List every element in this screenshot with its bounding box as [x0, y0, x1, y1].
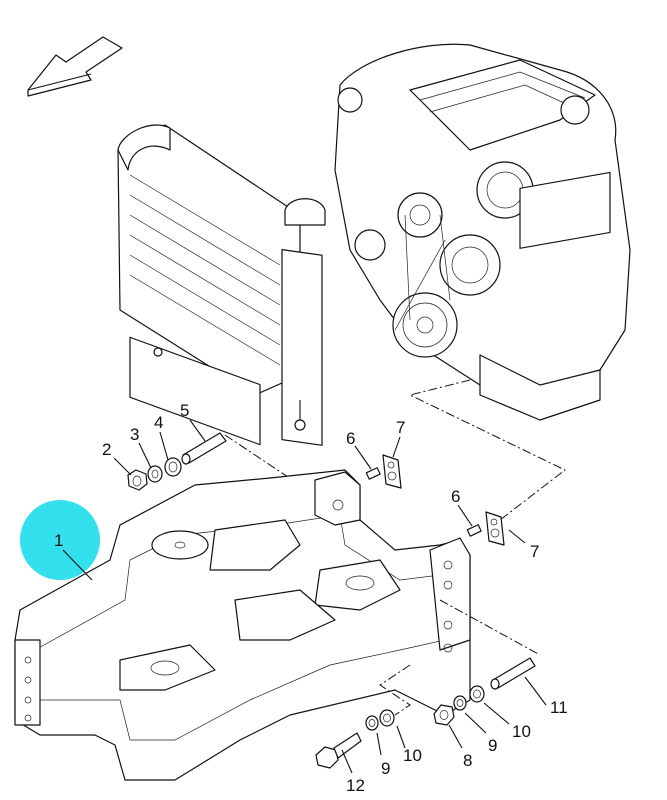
part-lock-washer-9b [453, 695, 467, 711]
callout-2: 2 [102, 440, 111, 459]
callout-7a: 7 [396, 418, 405, 437]
callout-9b: 9 [381, 759, 390, 778]
engine-mount-guide-line [408, 379, 566, 521]
part-flat-washer-10a [379, 709, 395, 727]
part-lock-washer-9a [365, 715, 379, 731]
part-plate-7b [485, 511, 505, 546]
radiator-fins [129, 174, 281, 366]
part-pin-11 [490, 657, 536, 690]
radiator-assembly [117, 124, 326, 446]
callout-7b: 7 [530, 542, 539, 561]
callout-1: 1 [54, 531, 63, 550]
callout-6a: 6 [346, 429, 355, 448]
callout-6b: 6 [451, 487, 460, 506]
callout-4: 4 [154, 413, 163, 432]
part-lock-washer-3 [147, 465, 163, 483]
part-dowel-pin-6b [466, 524, 482, 537]
part-flat-washer-10b [469, 685, 485, 703]
part-pin-5 [181, 432, 227, 465]
callout-labels: 1 2 3 4 5 6 7 6 7 8 9 10 11 12 9 10 [54, 401, 568, 795]
leader-lines [62, 419, 547, 774]
callout-9a: 9 [488, 736, 497, 755]
bolt-guide-line [379, 664, 411, 716]
pin-guide-line-lower [439, 599, 541, 656]
callout-5: 5 [180, 401, 189, 420]
callout-3: 3 [130, 425, 139, 444]
engine-assembly [334, 43, 631, 421]
part-nut-8 [433, 704, 455, 726]
front-support-frame [14, 469, 471, 781]
part-bolt-12 [315, 732, 362, 769]
part-plate-7a [382, 454, 402, 489]
callout-8: 8 [463, 751, 472, 770]
callout-11: 11 [550, 698, 568, 717]
part-nut-2 [127, 469, 148, 491]
part-flat-washer-4 [164, 457, 182, 477]
front-direction-arrow [27, 36, 123, 97]
part-dowel-pin-6a [365, 467, 381, 480]
callout-12: 12 [346, 776, 365, 795]
callout-10b: 10 [403, 746, 422, 765]
callout-10a: 10 [512, 722, 531, 741]
callout-highlight [20, 500, 100, 580]
